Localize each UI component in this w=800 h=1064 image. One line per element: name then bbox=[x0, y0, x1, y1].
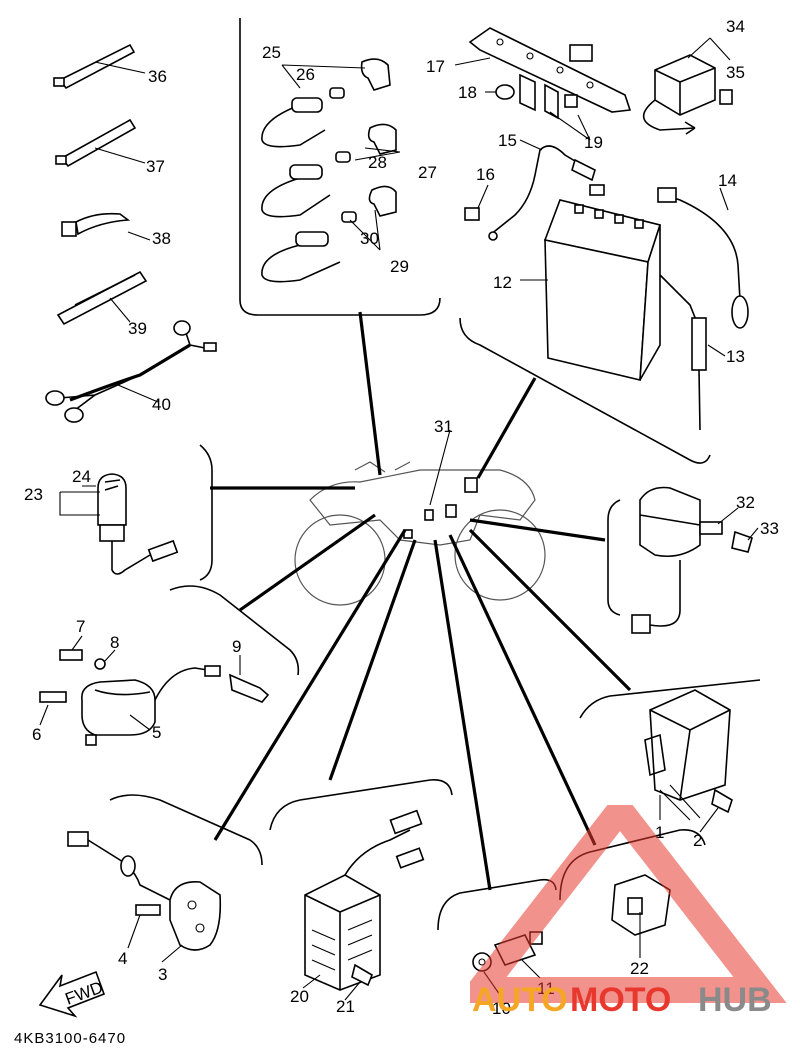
callout-29: 29 bbox=[390, 257, 409, 276]
callout-4: 4 bbox=[118, 949, 127, 968]
callout-38: 38 bbox=[152, 229, 171, 248]
callout-6: 6 bbox=[32, 725, 41, 744]
callout-19: 19 bbox=[584, 133, 603, 152]
fuse-holder bbox=[611, 874, 671, 936]
callout-32: 32 bbox=[736, 493, 755, 512]
callout-17: 17 bbox=[426, 57, 445, 76]
main-switch bbox=[97, 473, 179, 575]
callout-20: 20 bbox=[290, 987, 309, 1006]
battery bbox=[543, 184, 662, 381]
callout-1: 1 bbox=[655, 823, 664, 842]
callout-5: 5 bbox=[152, 723, 161, 742]
callout-35: 35 bbox=[726, 63, 745, 82]
atv-outline bbox=[294, 461, 546, 606]
callout-33: 33 bbox=[760, 519, 779, 538]
sensor-unit bbox=[631, 486, 753, 634]
cdi-unit bbox=[644, 689, 733, 821]
callout-13: 13 bbox=[726, 347, 745, 366]
relay bbox=[642, 37, 733, 135]
plug-caps bbox=[261, 58, 401, 283]
sub-harness bbox=[45, 320, 217, 423]
callout-28: 28 bbox=[368, 153, 387, 172]
callout-23: 23 bbox=[24, 485, 43, 504]
battery-bracket bbox=[468, 27, 632, 120]
battery-cables bbox=[464, 145, 749, 431]
group-brackets bbox=[109, 18, 761, 931]
leader-lines bbox=[210, 311, 632, 891]
callout-25: 25 bbox=[262, 43, 281, 62]
diagram-code: 4KB3100-6470 bbox=[14, 1030, 127, 1047]
callout-37: 37 bbox=[146, 157, 165, 176]
callout-10: 10 bbox=[492, 999, 511, 1018]
callout-leaders bbox=[39, 57, 759, 1001]
callout-3: 3 bbox=[158, 965, 167, 984]
pickup-coil bbox=[67, 831, 222, 951]
fwd-arrow: FWD bbox=[38, 970, 105, 1018]
callout-15: 15 bbox=[498, 131, 517, 150]
callout-14: 14 bbox=[718, 171, 737, 190]
callout-39: 39 bbox=[128, 319, 147, 338]
callout-34: 34 bbox=[726, 17, 745, 36]
callout-16: 16 bbox=[476, 165, 495, 184]
callout-26: 26 bbox=[296, 65, 315, 84]
callout-22: 22 bbox=[630, 959, 649, 978]
watermark-hub: HUB bbox=[698, 981, 772, 1019]
automotohub-watermark: AUTO MOTO HUB bbox=[470, 805, 787, 1019]
callout-7: 7 bbox=[76, 617, 85, 636]
ignition-coil bbox=[39, 649, 270, 746]
callout-24: 24 bbox=[72, 467, 91, 486]
watermark-moto: MOTO bbox=[570, 981, 671, 1019]
callout-30: 30 bbox=[360, 229, 379, 248]
callout-31: 31 bbox=[434, 417, 453, 436]
callout-8: 8 bbox=[110, 633, 119, 652]
callout-21: 21 bbox=[336, 997, 355, 1016]
callout-12: 12 bbox=[493, 273, 512, 292]
callout-9: 9 bbox=[232, 637, 241, 656]
rectifier-regulator bbox=[304, 809, 425, 991]
callout-40: 40 bbox=[152, 395, 171, 414]
watermark-auto: AUTO bbox=[472, 981, 568, 1019]
callout-27: 27 bbox=[418, 163, 437, 182]
callout-36: 36 bbox=[148, 67, 167, 86]
cable-ties bbox=[53, 43, 148, 326]
callout-2: 2 bbox=[693, 831, 702, 850]
callout-18: 18 bbox=[458, 83, 477, 102]
